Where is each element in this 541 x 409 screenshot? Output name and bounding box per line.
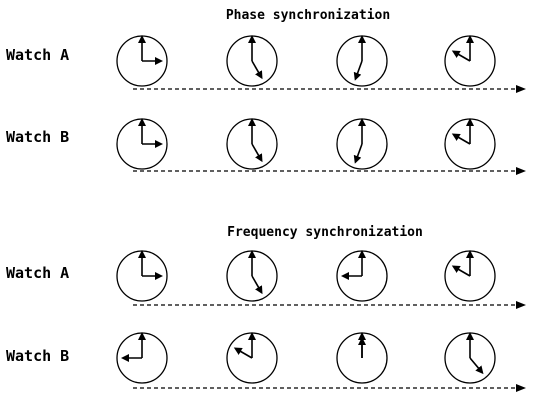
- frequency-watch-b-row: [116, 332, 526, 392]
- hour-hand: [251, 60, 263, 80]
- hour-hand: [469, 357, 484, 375]
- frequency-watch-b-clock-1-icon: [116, 332, 168, 384]
- frequency-watch-a-clock-4-icon: [444, 250, 496, 302]
- phase-watch-a-row: [116, 35, 526, 93]
- phase-watch-b-clock-2-icon: [226, 118, 278, 170]
- hour-hand: [353, 60, 363, 81]
- phase-watch-a-clock-2-icon: [226, 35, 278, 87]
- hour-hand: [451, 265, 471, 277]
- phase-watch-a-clock-1-icon: [116, 35, 168, 87]
- frequency-watch-b-clock-3-icon: [336, 332, 388, 384]
- hour-hand: [233, 347, 253, 359]
- phase-watch-a-label: Watch A: [6, 46, 69, 64]
- phase-watch-b-clock-1-icon: [116, 118, 168, 170]
- phase-watch-a-clock-3-icon: [336, 35, 388, 87]
- frequency-section-title: Frequency synchronization: [227, 225, 423, 240]
- hour-hand: [451, 133, 471, 145]
- frequency-watch-a-label: Watch A: [6, 264, 69, 282]
- phase-watch-b-clock-3-icon: [336, 118, 388, 170]
- frequency-watch-b-label: Watch B: [6, 347, 69, 365]
- phase-watch-b-row: [116, 118, 526, 175]
- frequency-watch-a-clock-3-icon: [336, 250, 388, 302]
- frequency-watch-a-clock-2-icon: [226, 250, 278, 302]
- hour-hand: [451, 50, 471, 62]
- phase-watch-b-clock-4-icon: [444, 118, 496, 170]
- hour-hand: [251, 275, 263, 295]
- frequency-watch-a-row: [116, 250, 526, 309]
- phase-watch-a-clock-4-icon: [444, 35, 496, 87]
- frequency-watch-a-clock-1-icon: [116, 250, 168, 302]
- frequency-watch-b-clock-4-icon: [444, 332, 496, 384]
- phase-section-title: Phase synchronization: [226, 8, 390, 23]
- frequency-watch-b-clock-2-icon: [226, 332, 278, 384]
- phase-watch-b-label: Watch B: [6, 128, 69, 146]
- hour-hand: [251, 143, 263, 163]
- hour-hand: [353, 143, 363, 164]
